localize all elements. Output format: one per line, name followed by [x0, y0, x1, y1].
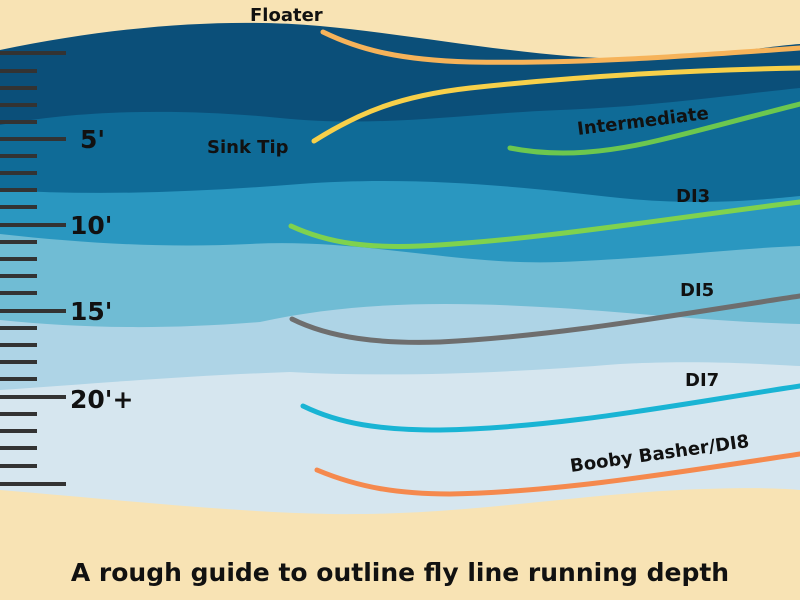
fly-line-di3 [288, 199, 800, 249]
fly-line-intermediate [507, 101, 800, 156]
fly-line-sink-tip [311, 65, 800, 144]
label-di7: DI7 [685, 370, 719, 391]
depth-ruler [0, 51, 66, 486]
sand-bottom [0, 488, 800, 600]
depth-label-5ft: 5' [80, 125, 105, 154]
fly-line-di5 [289, 293, 800, 345]
label-di3: DI3 [676, 186, 710, 207]
label-di5: DI5 [680, 280, 714, 301]
diagram-caption: A rough guide to outline fly line runnin… [71, 558, 729, 587]
fly-line-booby-basher-di8 [314, 451, 800, 497]
label-floater: Floater [250, 5, 323, 26]
depth-label-15ft: 15' [70, 297, 112, 326]
fly-line-floater [320, 29, 800, 65]
depth-label-10ft: 10' [70, 211, 112, 240]
label-sink-tip: Sink Tip [207, 137, 289, 158]
fly-line-di7 [300, 383, 800, 433]
depth-label-20ft-plus: 20'+ [70, 385, 133, 414]
